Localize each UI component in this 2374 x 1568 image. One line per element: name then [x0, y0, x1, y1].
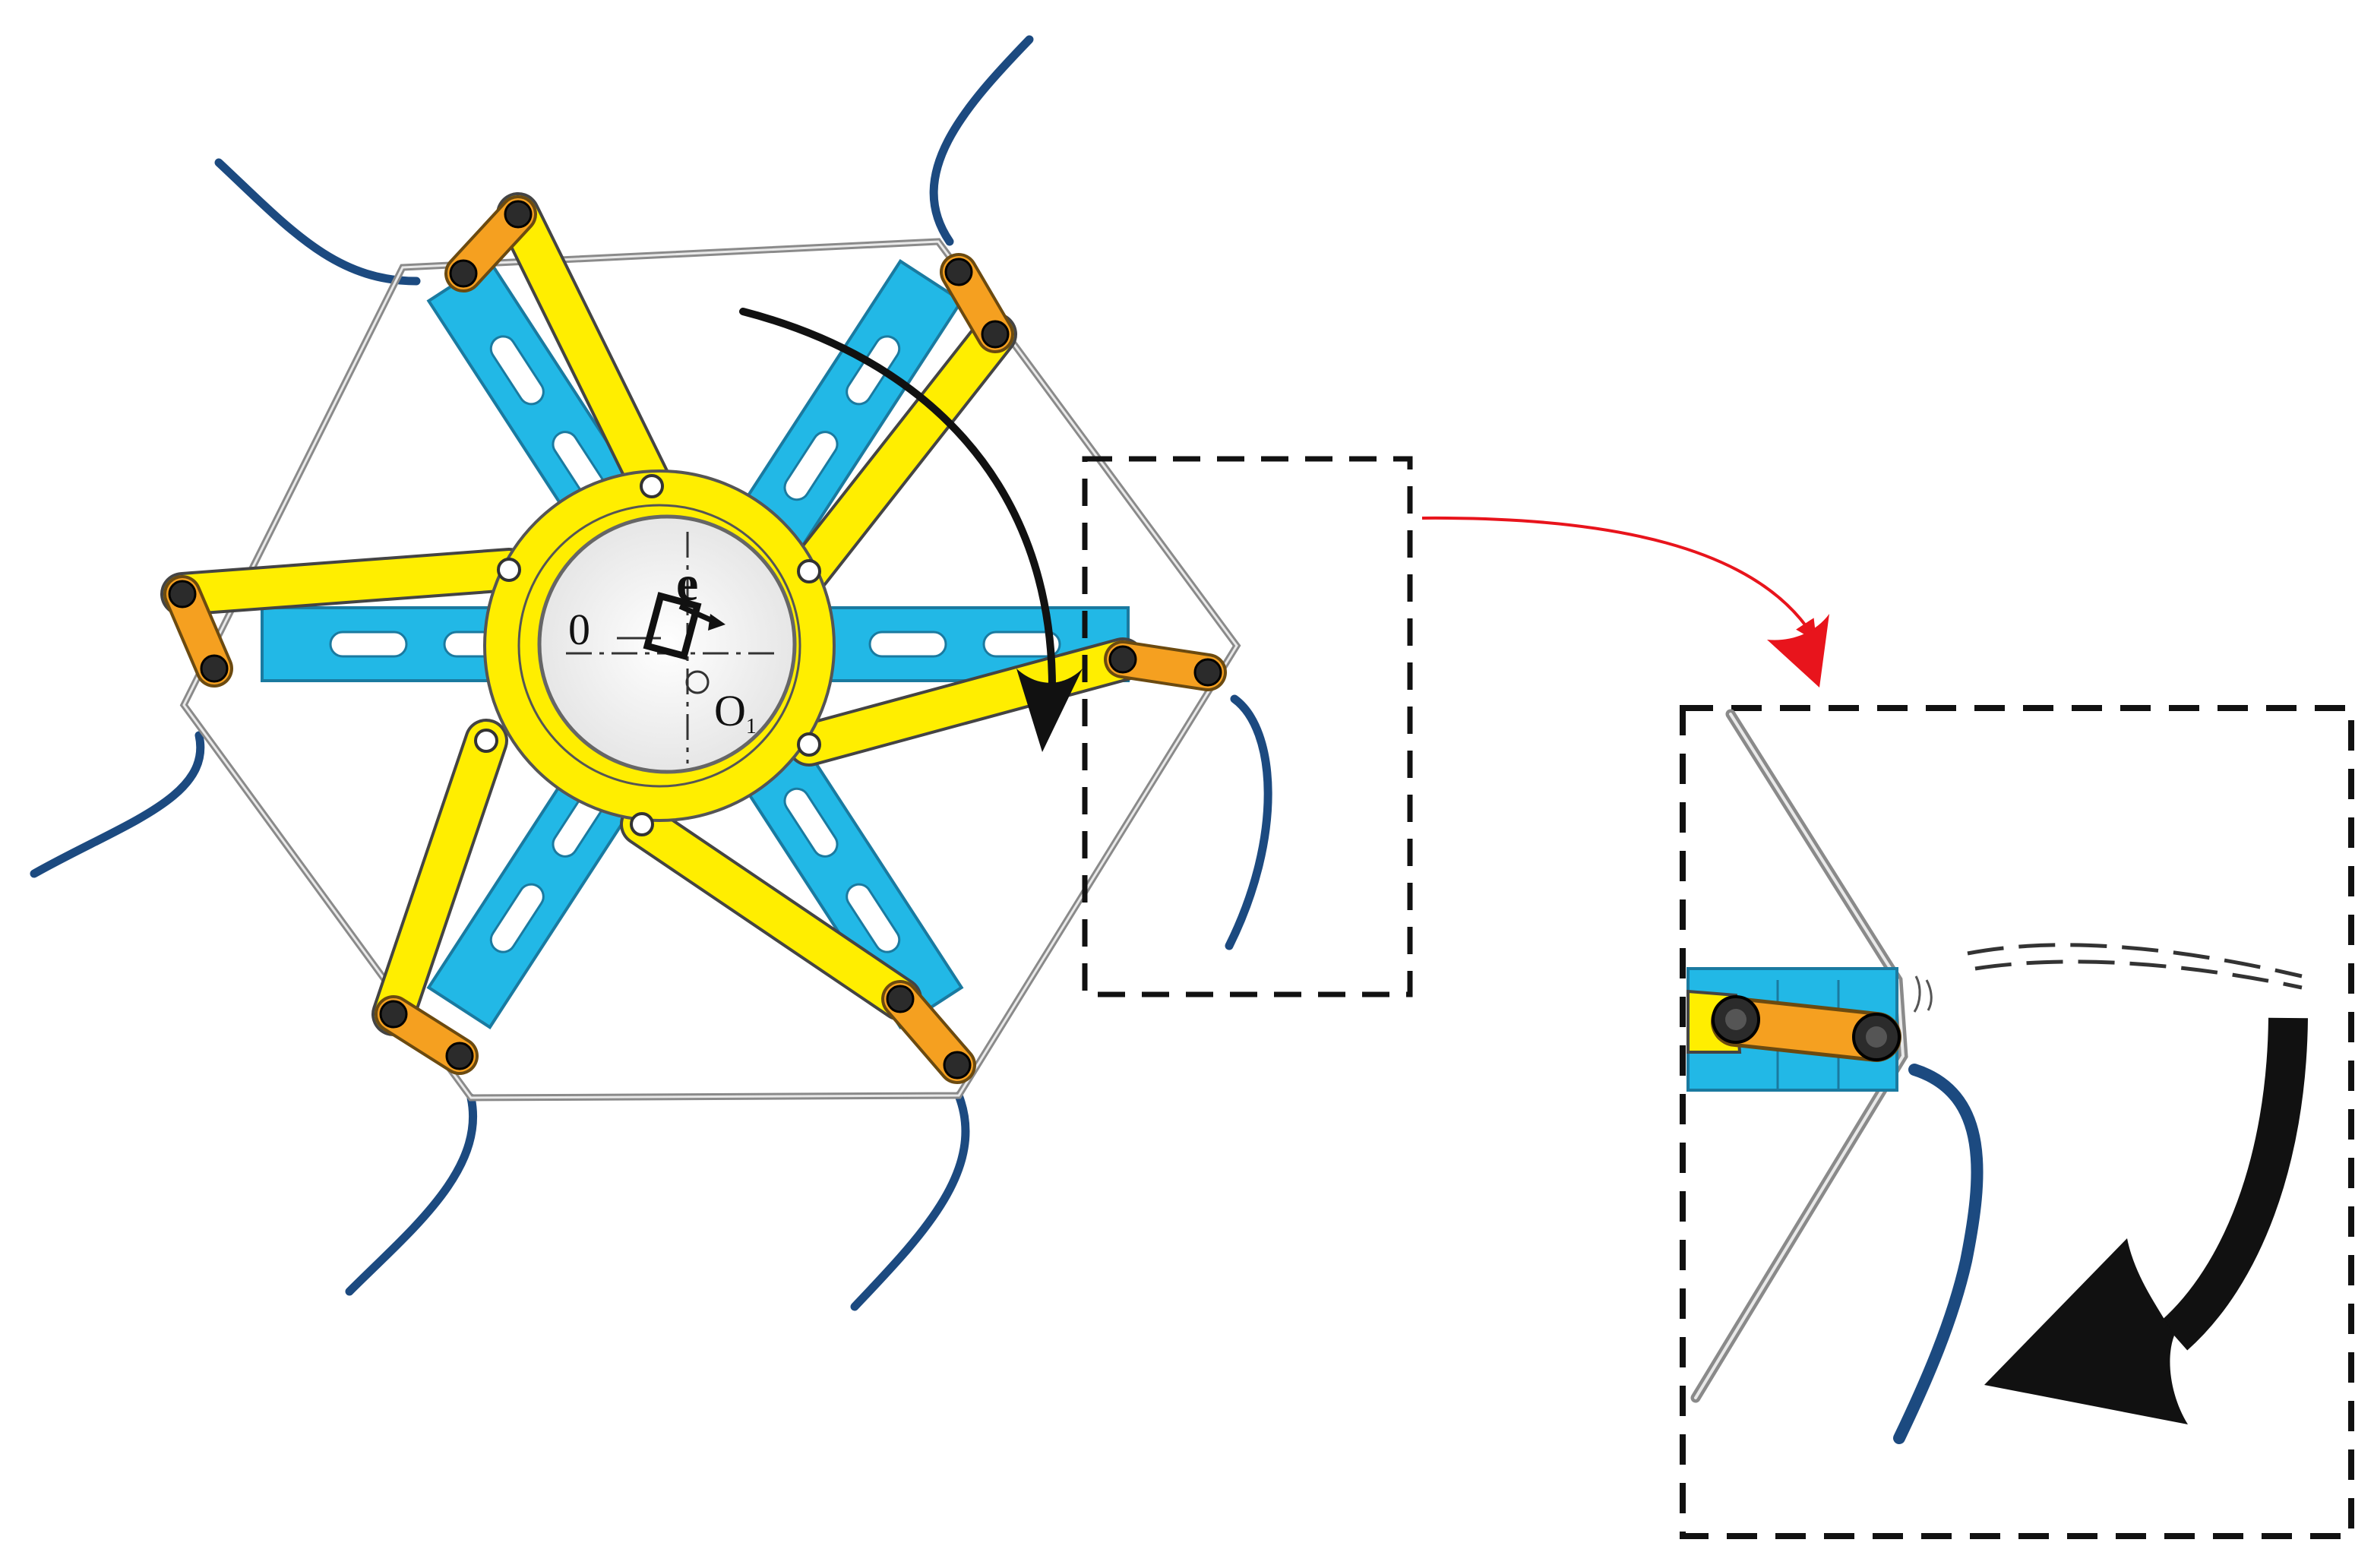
detail-tine — [1893, 1064, 1984, 1444]
center-label-o: 0 — [568, 605, 590, 654]
tine-previous-position — [1967, 943, 2303, 990]
link-lower-left — [375, 722, 505, 1033]
curved-arrow-icon — [739, 308, 1083, 752]
eccentric-center-subscript: 1 — [746, 715, 757, 738]
yellow-links — [163, 195, 1142, 1033]
eccentric-center-label: O1 — [714, 686, 757, 738]
tine-top-left — [214, 158, 421, 286]
tine-flick-arrow-icon — [1984, 1017, 2308, 1424]
link-left — [163, 551, 528, 613]
tine-top-right — [929, 35, 1034, 246]
blue-blades — [261, 259, 1130, 1029]
ring-bolts — [474, 474, 821, 836]
pickup-reel-mechanism: 0 e O1 — [30, 35, 1413, 1311]
tine-left — [30, 731, 205, 878]
tine-bottom-left — [345, 1093, 477, 1296]
link-upper-right — [790, 315, 1014, 590]
tine-bottom-right — [850, 1091, 970, 1311]
crank-right — [1107, 643, 1224, 688]
eccentricity-label: e — [676, 556, 698, 612]
detail-view — [1680, 705, 2354, 1539]
zoom-arrow-icon — [1421, 516, 1829, 688]
link-upper-left — [499, 195, 671, 505]
link-lower-right — [623, 805, 919, 1018]
detail-view-box — [1680, 705, 2354, 1539]
eccentricity-indicator — [643, 592, 725, 660]
motion-marks — [1913, 975, 1933, 1013]
pivot-bolts — [168, 200, 1222, 1080]
link-right — [790, 640, 1142, 763]
spring-tines — [30, 35, 1272, 1311]
tine-right — [1225, 694, 1272, 950]
detail-selection-box — [1082, 456, 1413, 997]
detail-frame — [1690, 709, 1908, 1403]
crank-lower-right — [884, 983, 973, 1081]
hexagon-frame — [179, 238, 1241, 1102]
